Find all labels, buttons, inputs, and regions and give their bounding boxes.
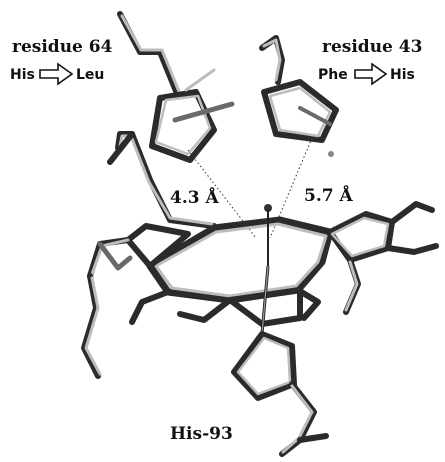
heme-porphyrin — [81, 201, 439, 379]
residue-64-structure — [117, 11, 235, 163]
distance-label-residue-43: 5.7 Å — [304, 184, 353, 206]
residue-43-from: Phe — [318, 67, 348, 83]
iron-center — [260, 204, 272, 335]
his-93-structure — [231, 331, 329, 457]
his-93-label: His-93 — [170, 424, 233, 444]
residue-64-to: Leu — [76, 67, 104, 83]
residue-64-from: His — [10, 67, 35, 83]
residue-43-label: residue 43 Phe His — [318, 37, 422, 86]
distance-label-residue-64: 4.3 Å — [170, 186, 219, 208]
arrow-right-icon — [39, 62, 74, 86]
residue-43-title: residue 43 — [322, 37, 422, 57]
water-molecule — [328, 151, 334, 157]
residue-64-title: residue 64 — [12, 37, 113, 57]
heme-side-chain — [107, 131, 217, 229]
residue-64-label: residue 64 His Leu — [10, 37, 113, 86]
residue-43-structure — [259, 35, 339, 157]
residue-43-to: His — [390, 67, 415, 83]
arrow-right-icon — [354, 62, 388, 86]
